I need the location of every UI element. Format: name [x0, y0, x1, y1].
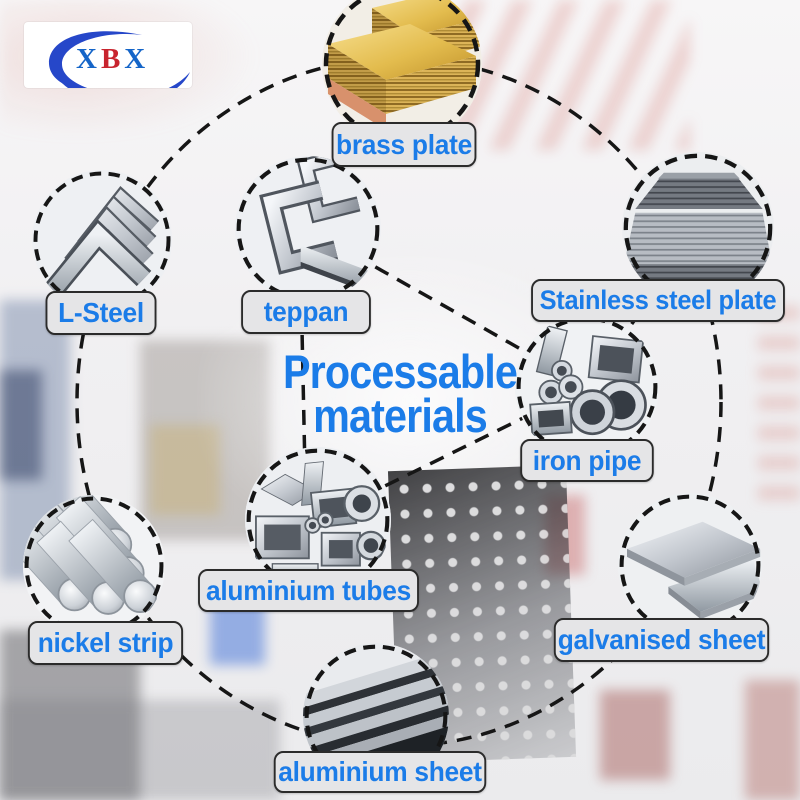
label-nickel-strip: nickel strip	[27, 621, 184, 665]
page-title: Processable materials	[259, 345, 541, 442]
label-teppan: teppan	[241, 290, 371, 334]
label-galvanised-sheet: galvanised sheet	[553, 618, 770, 662]
page-title-line1: Processable	[282, 345, 518, 398]
label-l-steel: L-Steel	[45, 291, 157, 335]
brand-logo: XBX	[24, 22, 192, 105]
logo-letter-b: B	[101, 43, 124, 75]
label-iron-pipe: iron pipe	[520, 439, 654, 482]
page-title-line2: materials	[313, 388, 488, 442]
logo-letter-x2: X	[124, 43, 149, 75]
brand-logo-swoosh-icon: XBX	[48, 31, 190, 105]
node-teppan-photo	[235, 156, 381, 302]
label-brass-plate: brass plate	[331, 122, 477, 167]
node-galvanised-sheet-photo	[618, 493, 762, 637]
label-stainless-steel-plate: Stainless steel plate	[531, 279, 785, 322]
node-l-steel-photo	[32, 170, 172, 310]
logo-letter-x1: X	[76, 43, 101, 75]
node-stainless-steel-plate-photo	[622, 152, 774, 304]
label-aluminium-sheet: aluminium sheet	[273, 751, 487, 793]
label-aluminium-tubes: aluminium tubes	[198, 569, 419, 612]
svg-text:XBX: XBX	[76, 43, 149, 75]
node-nickel-strip-photo	[23, 495, 165, 637]
